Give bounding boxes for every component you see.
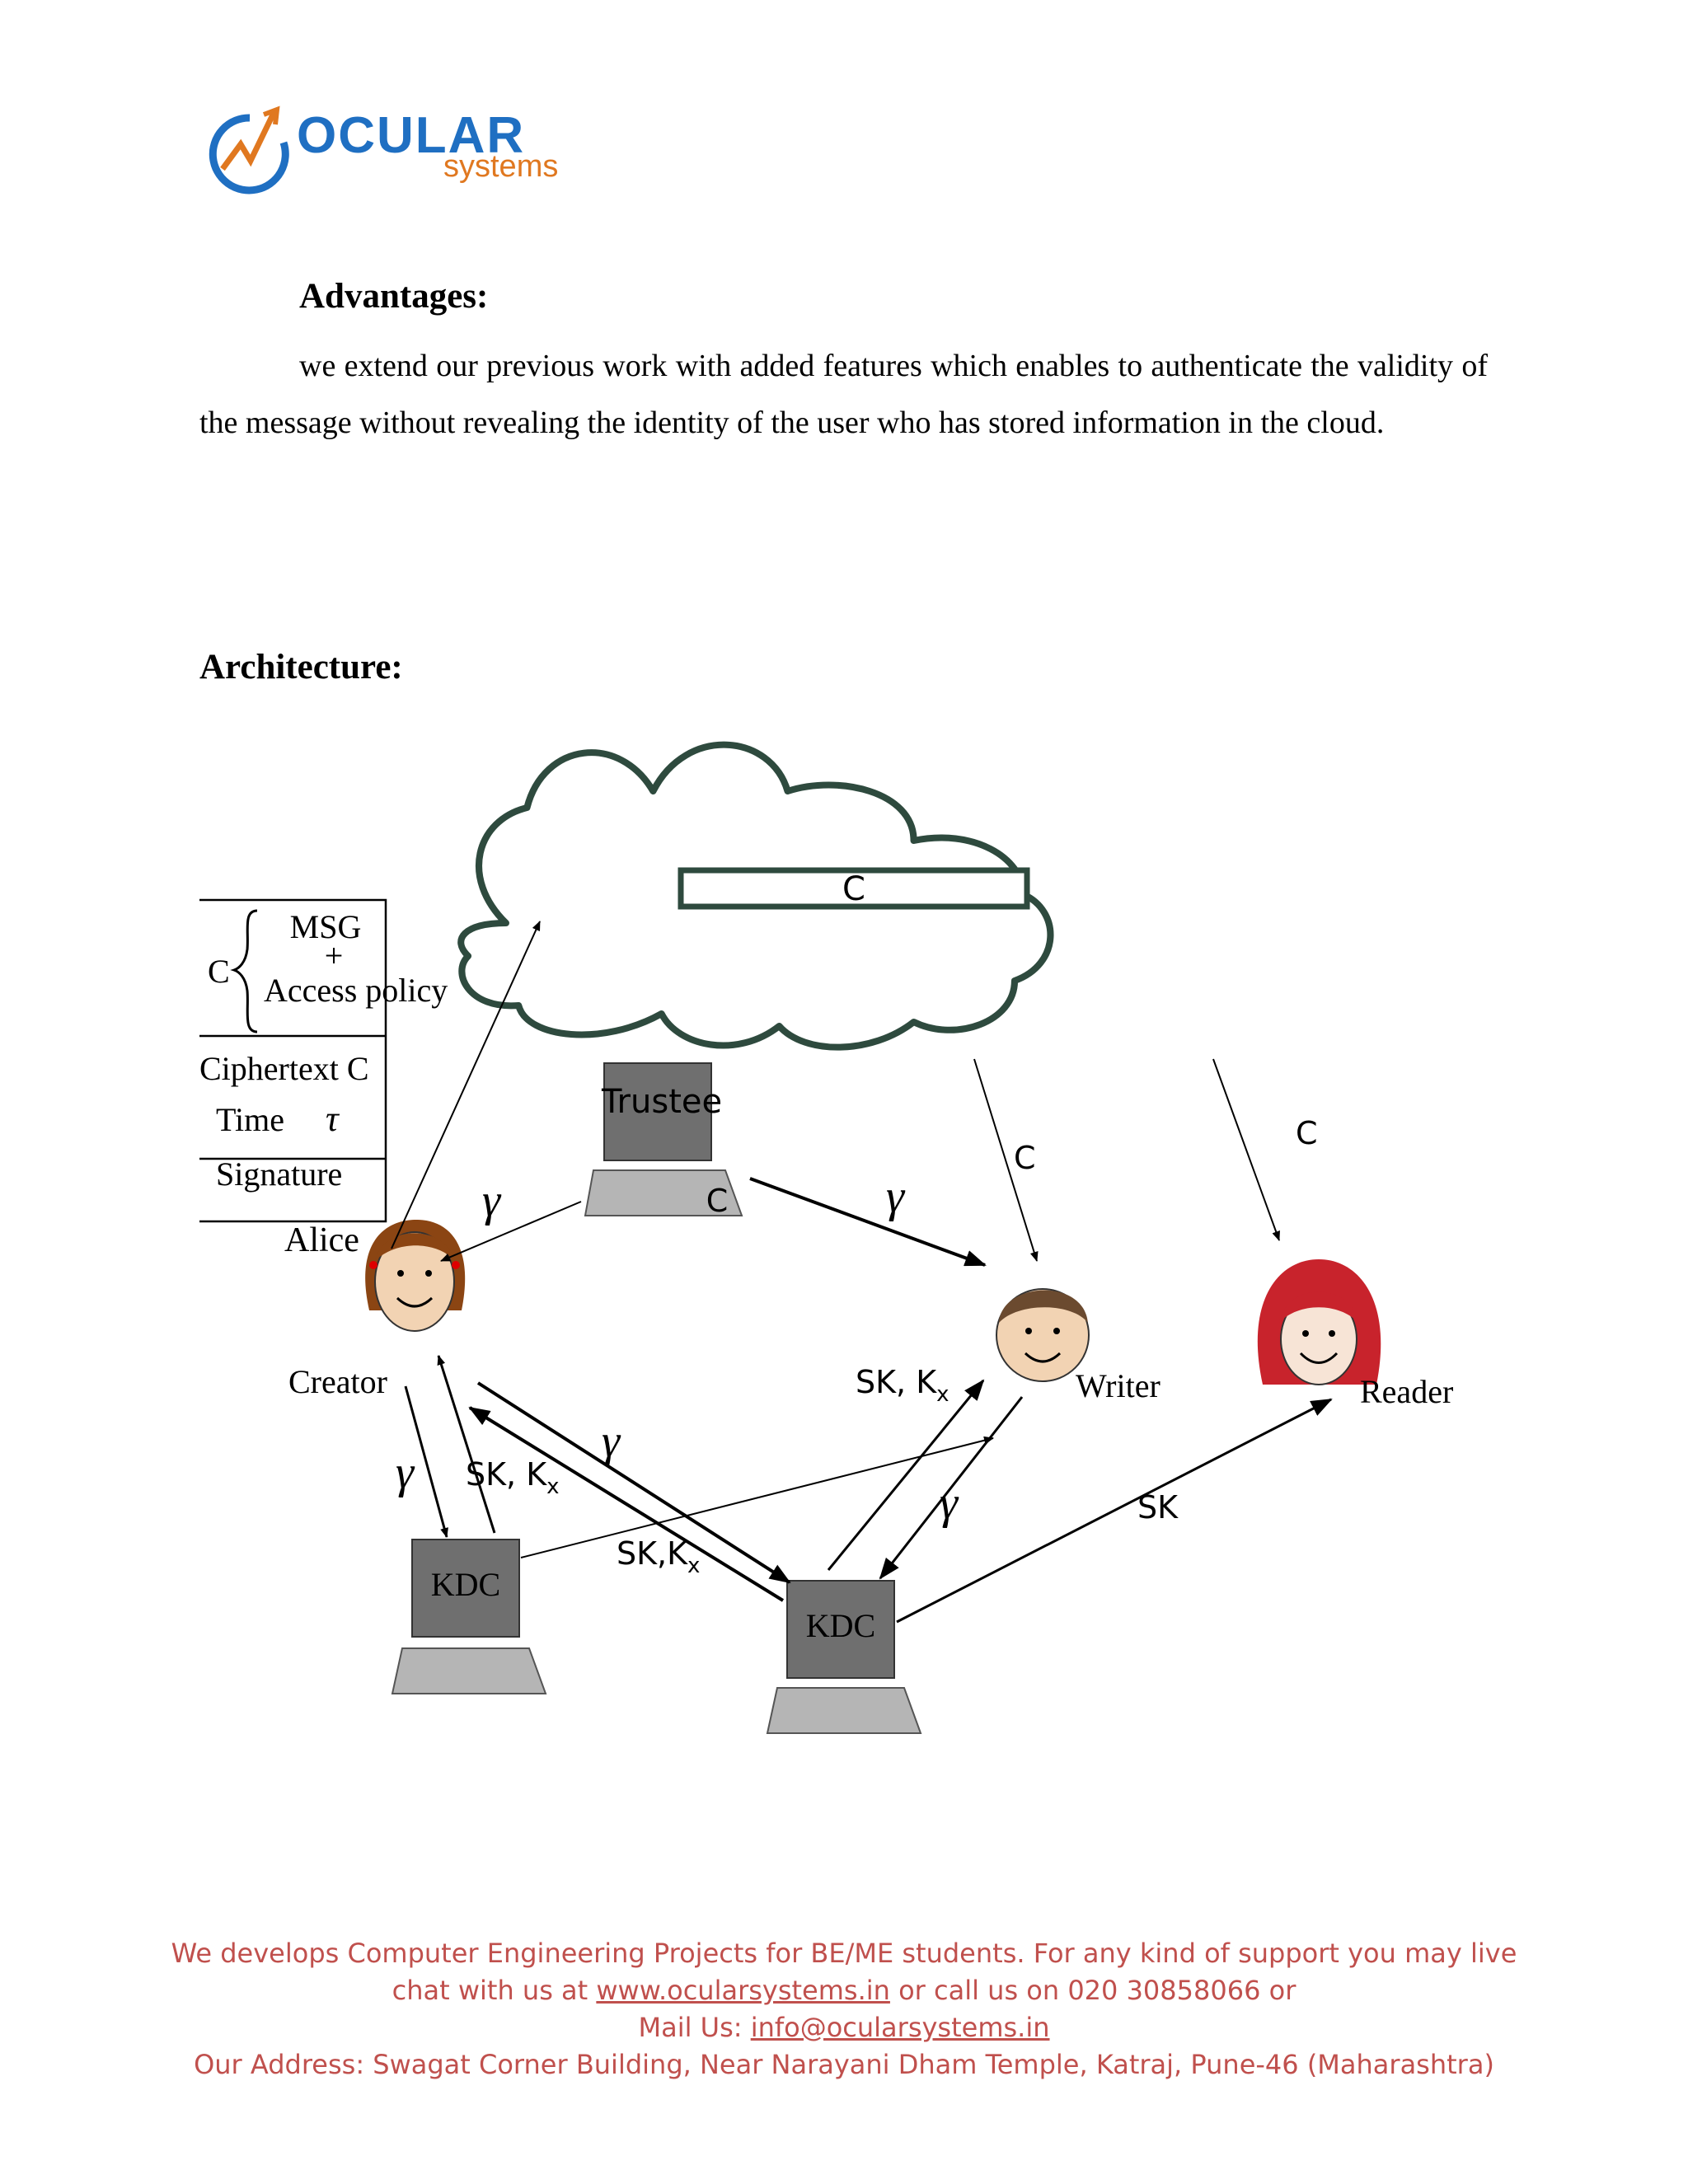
trustee-computer: Trustee C (584, 1062, 743, 1219)
writer-face-icon (996, 1288, 1090, 1382)
sk-kdc-reader: SK (1137, 1489, 1179, 1526)
footer-line-1: We develops Computer Engineering Project… (171, 1938, 1517, 1969)
legend-time: Time (216, 1101, 284, 1138)
architecture-diagram: C C MSG + Access policy Ciphertext C Tim… (190, 733, 1508, 1755)
sk-kx-kdc-right: SK,Kx (617, 1535, 700, 1578)
footer-email-link[interactable]: info@ocularsystems.in (750, 2012, 1050, 2043)
sk-kx-creator: SK, Kx (466, 1456, 560, 1499)
arrow-cloud-to-reader (1212, 1058, 1280, 1241)
sk-kx-writer: SK, Kx (856, 1364, 950, 1407)
c-cloud-reader: C (1296, 1115, 1318, 1151)
gamma-writer-kdc: γ (940, 1478, 959, 1529)
cloud-ciphertext-label: C (842, 870, 865, 908)
legend-plus: + (325, 937, 344, 974)
gamma-trustee-alice: γ (482, 1175, 502, 1226)
arrow-alice-to-cloud (391, 921, 541, 1249)
footer-mail-text: Mail Us: (638, 2012, 751, 2043)
c-cloud-writer: C (1014, 1140, 1036, 1176)
creator-label: Creator (288, 1363, 387, 1400)
reader-label: Reader (1360, 1373, 1453, 1410)
logo-mark-icon (209, 105, 289, 194)
writer-label: Writer (1076, 1367, 1160, 1404)
logo-subtitle: systems (443, 149, 559, 184)
footer-chat-text: chat with us at (392, 1975, 597, 2006)
creator-face-icon (365, 1220, 466, 1332)
advantages-heading: Advantages: (299, 277, 489, 316)
footer: We develops Computer Engineering Project… (165, 1935, 1523, 2083)
arrow-trustee-to-alice (440, 1201, 582, 1262)
kdc-left-label: KDC (431, 1566, 500, 1603)
footer-line-2: chat with us at www.ocularsystems.in or … (165, 1972, 1523, 2009)
advantages-paragraph: we extend our previous work with added f… (199, 349, 1488, 440)
trustee-c-label: C (706, 1183, 729, 1219)
gamma-creator-kdc-right: γ (602, 1416, 621, 1467)
arrow-kdc-right-to-creator (468, 1406, 785, 1602)
legend-msg: MSG (290, 908, 362, 945)
arrow-cloud-to-writer (973, 1058, 1039, 1262)
legend-ciphertext: Ciphertext C (199, 1050, 369, 1087)
arrow-writer-to-kdc-right (879, 1396, 1024, 1580)
reader-face-icon (1257, 1259, 1381, 1385)
kdc-right-label: KDC (806, 1607, 875, 1644)
arrow-kdc-left-to-creator (437, 1355, 496, 1534)
arrow-kdc-right-to-reader (896, 1398, 1333, 1624)
footer-call-text: or call us on 020 30858066 or (889, 1975, 1296, 2006)
gamma-creator-kdc: γ (396, 1447, 415, 1498)
cloud-ciphertext-bar (678, 867, 1030, 910)
arrow-trustee-to-writer (749, 1177, 987, 1267)
legend-c: C (208, 953, 230, 990)
architecture-heading: Architecture: (199, 648, 403, 687)
footer-line-3: Mail Us: info@ocularsystems.in (165, 2009, 1523, 2046)
legend-tau: τ (326, 1099, 340, 1139)
arrow-kdc-right-to-writer (827, 1379, 985, 1571)
logo-wordmark: OCULAR (297, 107, 526, 164)
footer-website-link[interactable]: www.ocularsystems.in (596, 1975, 890, 2006)
alice-label: Alice (284, 1221, 359, 1259)
legend-box: C MSG + Access policy Ciphertext C Time … (199, 898, 448, 1223)
legend-access-policy: Access policy (264, 972, 448, 1009)
arrow-kdc-left-to-writer (520, 1436, 994, 1558)
arrow-creator-to-kdc-right (476, 1381, 791, 1584)
kdc-computer-left: KDC (391, 1539, 547, 1694)
ocular-logo: OCULAR systems (204, 103, 567, 210)
legend-signature: Signature (216, 1155, 342, 1193)
gamma-trustee-writer: γ (886, 1171, 906, 1222)
arrow-creator-to-kdc-left (404, 1385, 448, 1538)
footer-address: Our Address: Swagat Corner Building, Nea… (194, 2049, 1494, 2080)
kdc-computer-right: KDC (766, 1580, 922, 1734)
trustee-label: Trustee (601, 1083, 722, 1121)
